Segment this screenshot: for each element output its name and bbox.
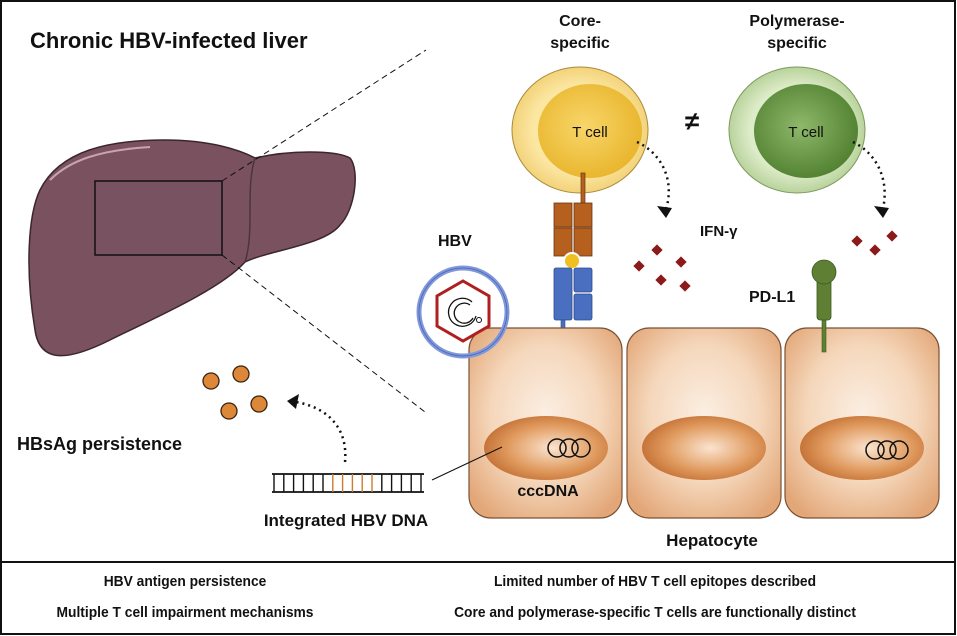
core-specific-t-cell: T cell	[511, 66, 649, 194]
core-specific-label-2: specific	[550, 35, 610, 52]
hbsag-particles	[202, 365, 268, 420]
cccdna-label: cccDNA	[517, 483, 579, 500]
footer-left-1: HBV antigen persistence	[103, 573, 267, 590]
liver-illustration	[28, 139, 356, 357]
cccdna-pointer-line	[431, 446, 503, 481]
nucleus-1	[484, 416, 608, 480]
polymerase-specific-label-2: specific	[767, 35, 827, 52]
footer-left-2: Multiple T cell impairment mechanisms	[56, 604, 314, 621]
tcr-mhc-complex	[553, 172, 593, 353]
pd-l1-receptor	[811, 259, 837, 353]
hbv-label: HBV	[438, 233, 472, 250]
hepatocyte-label: Hepatocyte	[666, 531, 758, 550]
not-equal-symbol: ≠	[685, 106, 699, 136]
nucleus-2	[642, 416, 766, 480]
footer-right-2: Core and polymerase-specific T cells are…	[454, 604, 856, 621]
zoom-line-bottom	[221, 254, 426, 413]
polymerase-specific-t-cell: T cell	[728, 66, 866, 194]
integrated-dna-ladder	[272, 473, 424, 493]
integrated-hbv-dna-label: Integrated HBV DNA	[264, 511, 428, 530]
core-arrowhead-icon	[657, 206, 672, 218]
pd-l1-label: PD-L1	[749, 289, 795, 306]
zoom-line-top	[221, 49, 427, 182]
core-specific-label-1: Core-	[559, 13, 601, 30]
cccdna-icon	[547, 438, 591, 458]
antigen-peptide	[563, 252, 581, 270]
zoom-region-box	[94, 180, 223, 256]
ifn-gamma-molecules-core	[633, 244, 691, 292]
footer-right-1: Limited number of HBV T cell epitopes de…	[493, 573, 817, 590]
ifn-gamma-molecules-polymerase	[851, 230, 898, 256]
cccdna-icon-2	[865, 440, 909, 460]
core-t-cell-label: T cell	[572, 124, 608, 141]
diagram-title: Chronic HBV-infected liver	[30, 28, 308, 53]
polymerase-arrowhead-icon	[874, 206, 889, 218]
polymerase-specific-label-1: Polymerase-	[749, 13, 844, 30]
core-secretion-arrow	[636, 140, 670, 213]
hbsag-arrowhead-icon	[287, 394, 299, 409]
polymerase-t-cell-label: T cell	[788, 124, 824, 141]
hepatocyte-cells	[468, 327, 940, 519]
nucleus-3	[800, 416, 924, 480]
hbsag-secretion-arrow	[295, 400, 347, 463]
hbv-virion	[416, 265, 510, 359]
ifn-gamma-label: IFN-γ	[700, 223, 738, 240]
hbsag-persistence-label: HBsAg persistence	[17, 434, 182, 454]
